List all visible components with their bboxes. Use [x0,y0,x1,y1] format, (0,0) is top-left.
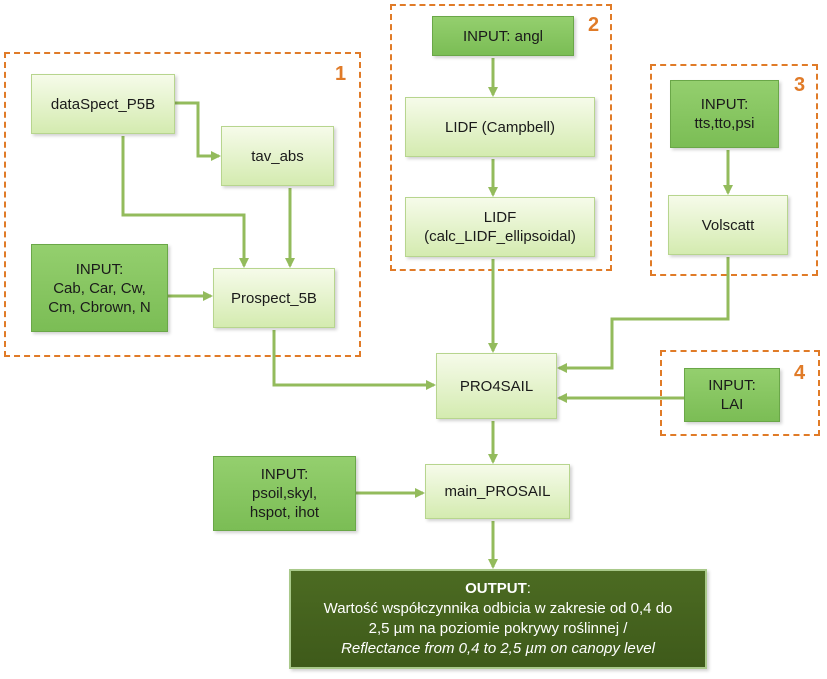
node-lidf-campbell-line-1: LIDF (Campbell) [444,118,556,136]
output-line-2: 2,5 µm na poziomie pokrywy roślinnej / [368,620,628,637]
node-input-lai-line-1: INPUT: [708,377,756,394]
output-line-3: Reflectance from 0,4 to 2,5 µm on canopy… [341,640,655,657]
node-input-angles-line-1: INPUT: [700,96,749,113]
node-lidf-campbell: LIDF (Campbell) [405,97,595,157]
node-pro4sail: PRO4SAIL [436,353,557,419]
output-line-1: Wartość współczynnika odbicia w zakresie… [323,600,673,617]
group-2-frame [390,4,612,271]
arrow-prospect-to-pro4sail [272,330,436,390]
output-box: OUTPUT: Wartość współczynnika odbicia w … [289,569,707,669]
node-input-prospect-line-2: Cab, Car, Cw, [53,279,146,297]
node-input-prospect-line-1: INPUT: [75,260,124,278]
node-tav-abs: tav_abs [221,126,334,186]
group-2-number: 2 [588,14,600,36]
node-dataspect-line-1: dataSpect_P5B [50,95,156,113]
group-1-frame [4,52,361,357]
node-prospect: Prospect_5B [213,268,335,328]
node-input-soil-line-1: INPUT: [260,466,309,483]
node-lidf-ellips: LIDF (calc_LIDF_ellipsoidal) [405,197,595,257]
node-pro4sail-line-1: PRO4SAIL [459,377,534,395]
node-input-soil-line-2: psoil,skyl, [251,485,318,502]
node-lidf-ellips-line-1: LIDF [483,209,517,226]
node-main-prosail: main_PROSAIL [425,464,570,519]
group-3-number: 3 [794,74,806,96]
output-title: OUTPUT [465,580,527,597]
arrow-dataspect-to-tav-abs [175,101,221,161]
node-lidf-ellips-line-2: (calc_LIDF_ellipsoidal) [424,228,576,245]
group-4-frame [660,350,820,436]
node-dataspect: dataSpect_P5B [31,74,175,134]
node-input-prospect: INPUT:Cab, Car, Cw,Cm, Cbrown, N [31,244,168,332]
node-volscatt: Volscatt [668,195,788,255]
node-tav-abs-line-1: tav_abs [251,147,304,165]
node-main-prosail-line-1: main_PROSAIL [444,483,551,500]
node-input-angl: INPUT: angl [432,16,574,56]
arrow-dataspect-to-prospect [121,136,249,268]
group-4-number: 4 [794,362,806,384]
node-input-lai: INPUT: LAI [684,368,780,422]
node-input-angles-line-2: tts,tto,psi [694,115,755,132]
output-title-colon: : [526,580,531,597]
node-input-lai-line-2: LAI [720,396,744,413]
arrow-volscatt-to-pro4sail [557,257,730,373]
node-input-soil-line-3: hspot, ihot [249,504,320,521]
node-input-angles: INPUT: tts,tto,psi [670,80,779,148]
node-input-soil: INPUT: psoil,skyl, hspot, ihot [213,456,356,531]
node-input-angl-line-1: INPUT: angl [462,27,544,45]
node-input-prospect-line-3: Cm, Cbrown, N [48,298,151,316]
group-3-frame [650,64,818,276]
node-prospect-line-1: Prospect_5B [231,289,317,307]
node-volscatt-line-1: Volscatt [701,216,755,234]
group-1-number: 1 [335,63,347,85]
